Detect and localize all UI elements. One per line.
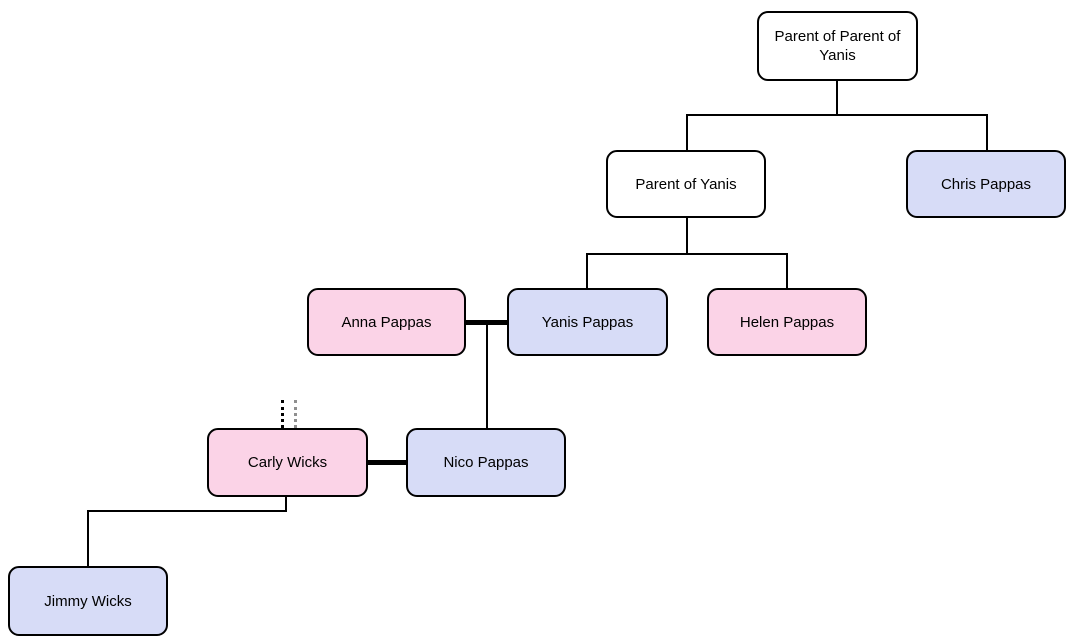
edge-bus-to-helen-pappas <box>786 253 788 289</box>
edge-dotted-stub-black <box>281 400 284 428</box>
node-anna-pappas[interactable]: Anna Pappas <box>307 288 466 356</box>
node-label: Chris Pappas <box>940 175 1032 193</box>
node-parent-of-parent-of-yanis[interactable]: Parent of Parent of Yanis <box>757 11 918 81</box>
edge-couple-carly-nico <box>366 460 408 465</box>
edge-carly-bottom-drop <box>285 495 287 512</box>
edge-couple-to-nico-pappas <box>486 323 488 429</box>
edge-couple-anna-yanis <box>464 320 509 325</box>
edge-bus-to-parent-of-yanis <box>686 114 688 151</box>
edge-parent-of-yanis-stem <box>686 217 688 254</box>
edge-dotted-stub-gray <box>294 400 297 428</box>
edge-generation2-bus <box>586 253 788 255</box>
node-label: Anna Pappas <box>341 313 432 331</box>
edge-grandparent-stem <box>836 80 838 115</box>
node-label: Parent of Parent of Yanis <box>774 28 901 64</box>
node-label: Yanis Pappas <box>541 313 634 331</box>
edge-bus-to-yanis-pappas <box>586 253 588 289</box>
node-label: Helen Pappas <box>739 313 835 331</box>
node-yanis-pappas[interactable]: Yanis Pappas <box>507 288 668 356</box>
edge-generation1-bus <box>686 114 988 116</box>
node-chris-pappas[interactable]: Chris Pappas <box>906 150 1066 218</box>
node-carly-wicks[interactable]: Carly Wicks <box>207 428 368 497</box>
node-label: Nico Pappas <box>443 454 529 471</box>
edge-bus-to-chris-pappas <box>986 114 988 151</box>
node-label: Jimmy Wicks <box>44 592 132 610</box>
node-jimmy-wicks[interactable]: Jimmy Wicks <box>8 566 168 636</box>
node-parent-of-yanis[interactable]: Parent of Yanis <box>606 150 766 218</box>
edge-drop-to-jimmy-wicks <box>87 510 89 567</box>
node-nico-pappas[interactable]: Nico Pappas <box>406 428 566 497</box>
edge-carly-jimmy-elbow <box>87 510 287 512</box>
node-helen-pappas[interactable]: Helen Pappas <box>707 288 867 356</box>
node-label: Carly Wicks <box>247 454 328 471</box>
node-label: Parent of Yanis <box>635 175 737 193</box>
